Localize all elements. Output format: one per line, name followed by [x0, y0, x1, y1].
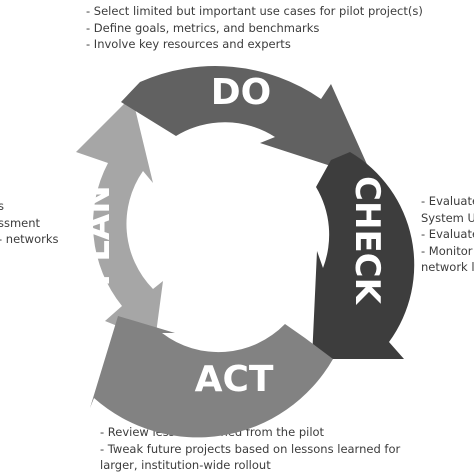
check-note-1: - Evaluate [421, 194, 474, 208]
act-arrow [90, 316, 333, 438]
check-notes: - Evaluate System Us - Evaluate - Monito… [421, 193, 474, 276]
check-note-2: System Us [421, 210, 474, 225]
do-arrow [121, 66, 374, 180]
plan-notes: s ssment - networks [0, 198, 59, 248]
do-note-3: - Involve key resources and experts [86, 37, 291, 51]
plan-note-1: s [0, 199, 4, 213]
check-note-5: network le [421, 260, 474, 274]
do-note-2: - Define goals, metrics, and benchmarks [86, 20, 320, 35]
plan-note-2: ssment [0, 215, 41, 230]
plan-arrow [76, 96, 163, 341]
check-stage-label: CHECK [347, 176, 387, 306]
do-note-1: - Select limited but important use cases… [86, 4, 423, 18]
act-note-3: larger, institution-wide rollout [100, 458, 271, 472]
plan-note-3: - networks [0, 232, 59, 246]
act-note-2: - Tweak future projects based on lessons… [100, 441, 401, 456]
check-arrow [312, 152, 415, 359]
plan-stage-label: PLAN [78, 185, 118, 286]
do-stage-label: DO [211, 72, 272, 113]
check-note-3: - Evaluate [421, 227, 474, 241]
act-stage-label: ACT [195, 359, 274, 400]
check-note-4: - Monitor [421, 243, 473, 258]
do-notes: - Select limited but important use cases… [86, 3, 423, 53]
